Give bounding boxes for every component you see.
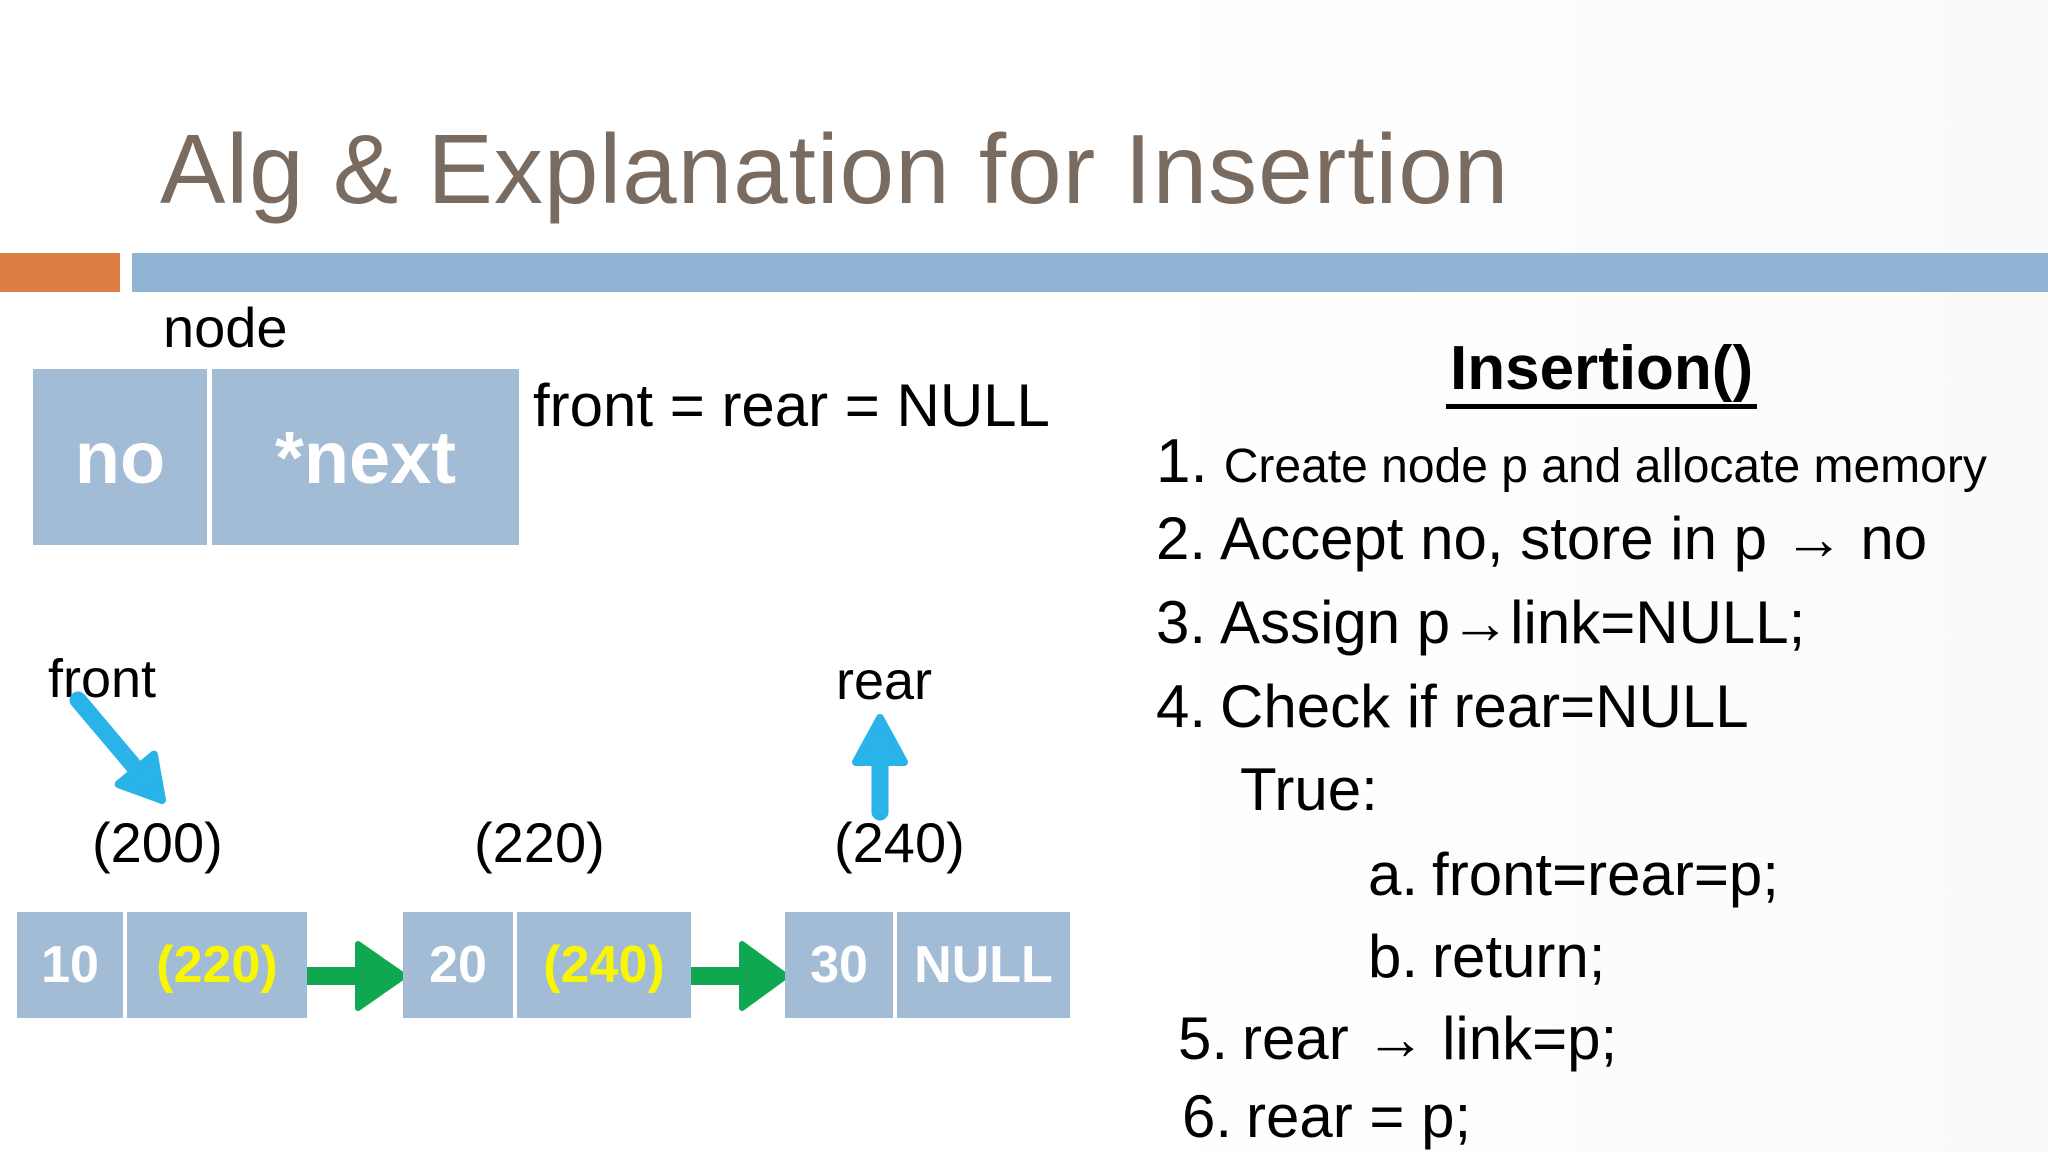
list-node-3-data: 30 <box>810 936 868 994</box>
front-pointer-label: front <box>48 649 157 709</box>
step-4-marker: 4. <box>1156 673 1207 740</box>
init-note: front = rear = NULL <box>533 372 1050 439</box>
algorithm-title: Insertion() <box>1446 336 1758 410</box>
step-4-text: Check if rear=NULL <box>1220 673 1749 740</box>
rear-pointer-arrow-icon <box>852 714 908 821</box>
list-node-3: 30 NULL <box>785 912 1070 1018</box>
algorithm-step-true: True: <box>1240 757 1378 823</box>
list-node-1-data-cell: 10 <box>17 912 123 1018</box>
list-node-1-next-cell: (220) <box>127 912 307 1018</box>
list-node-2-data: 20 <box>429 936 487 994</box>
algorithm-step-2: 2. Accept no, store in p → no <box>1156 506 1927 572</box>
address-label-3: (240) <box>834 811 965 874</box>
next-pointer-arrow-icon-2 <box>683 941 789 1011</box>
step-a-text: front=rear=p; <box>1432 841 1779 908</box>
algorithm-step-b: b. return; <box>1368 924 1605 990</box>
struct-field-next: *next <box>212 369 519 545</box>
step-3-marker: 3. <box>1156 589 1207 656</box>
step-a-marker: a. <box>1368 841 1419 908</box>
list-node-1: 10 (220) <box>17 912 307 1018</box>
list-node-3-next-cell: NULL <box>897 912 1070 1018</box>
step-2-marker: 2. <box>1156 505 1207 572</box>
list-node-3-data-cell: 30 <box>785 912 893 1018</box>
struct-field-data-label: no <box>74 415 166 499</box>
step-true-text: True: <box>1240 756 1378 823</box>
list-node-2-data-cell: 20 <box>403 912 513 1018</box>
step-6-marker: 6. <box>1182 1083 1233 1150</box>
algorithm-step-4: 4. Check if rear=NULL <box>1156 674 1749 740</box>
step-5-text: rear → link=p; <box>1242 1005 1618 1072</box>
list-node-2-next: (240) <box>543 936 665 994</box>
accent-bar-blue <box>132 253 2048 292</box>
list-node-2: 20 (240) <box>403 912 691 1018</box>
step-1-marker: 1. <box>1156 427 1208 496</box>
algorithm-step-3: 3. Assign p→link=NULL; <box>1156 590 1805 656</box>
accent-bar-orange <box>0 253 120 292</box>
struct-label: node <box>163 296 288 359</box>
algorithm-step-6: 6. rear = p; <box>1182 1084 1471 1150</box>
step-6-text: rear = p; <box>1246 1083 1472 1150</box>
address-label-2: (220) <box>474 811 605 874</box>
front-pointer-arrow-icon <box>69 691 166 804</box>
algorithm-step-a: a. front=rear=p; <box>1368 842 1779 908</box>
step-5-marker: 5. <box>1178 1005 1229 1072</box>
step-3-text: Assign p→link=NULL; <box>1220 589 1806 656</box>
struct-field-next-label: *next <box>275 415 456 499</box>
step-2-text: Accept no, store in p → no <box>1220 505 1928 572</box>
step-b-text: return; <box>1432 923 1606 990</box>
page-title: Alg & Explanation for Insertion <box>160 114 1510 224</box>
step-b-marker: b. <box>1368 923 1419 990</box>
algorithm-step-5: 5. rear → link=p; <box>1178 1006 1617 1072</box>
struct-field-data: no <box>33 369 207 545</box>
list-node-2-next-cell: (240) <box>517 912 691 1018</box>
list-node-1-data: 10 <box>41 936 99 994</box>
next-pointer-arrow-icon-1 <box>297 941 407 1011</box>
algorithm-step-1: 1. Create node p and allocate memory <box>1156 427 1987 496</box>
node-struct-box: no *next <box>33 369 519 545</box>
rear-pointer-label: rear <box>836 651 933 711</box>
list-node-1-next: (220) <box>156 936 278 994</box>
list-node-3-next: NULL <box>914 936 1053 994</box>
address-label-1: (200) <box>92 811 223 874</box>
step-1-text: Create node p and allocate memory <box>1223 440 1987 493</box>
